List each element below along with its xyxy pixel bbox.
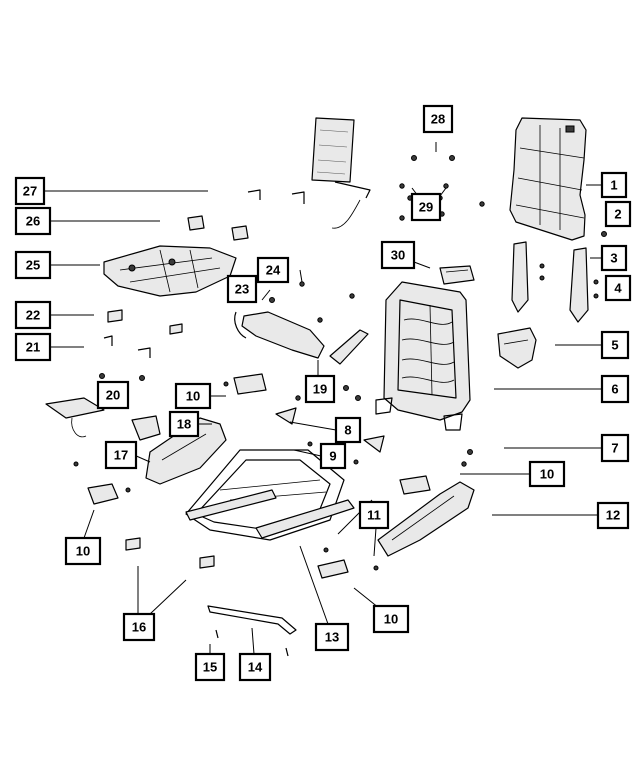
callout-1: 1: [600, 171, 628, 199]
callout-3: 3: [600, 244, 628, 272]
callout-3-label: 3: [610, 251, 617, 266]
side-bracket-right: [399, 475, 431, 495]
callout-21-label: 21: [26, 340, 40, 355]
callout-10b: 10: [528, 460, 566, 488]
callout-13: 13: [314, 622, 350, 652]
seat-track-assembly: [185, 449, 355, 541]
callout-4: 4: [604, 274, 632, 302]
module-plate: [131, 415, 161, 441]
callout-10d: 10: [372, 604, 410, 634]
callout-6: 6: [600, 374, 630, 404]
callout-13-label: 13: [325, 630, 339, 645]
headrest-panel: [311, 117, 371, 229]
side-bracket-left: [87, 483, 119, 505]
callout-25: 25: [14, 250, 52, 280]
seat-cushion-cover: [103, 245, 237, 297]
callout-10a-label: 10: [186, 389, 200, 404]
rod-14: [207, 605, 297, 635]
callout-30: 30: [380, 240, 416, 270]
callout-14: 14: [238, 652, 272, 682]
callout-26: 26: [14, 206, 52, 236]
callout-11: 11: [358, 500, 390, 530]
callout-22-label: 22: [26, 308, 40, 323]
callout-12-label: 12: [606, 508, 620, 523]
callout-20: 20: [96, 380, 130, 410]
callout-29: 29: [410, 192, 442, 222]
leader-lines: [44, 142, 602, 655]
callout-23: 23: [226, 274, 258, 304]
side-bracket-top: [233, 373, 267, 395]
callout-27-label: 27: [23, 184, 37, 199]
callout-9: 9: [319, 442, 347, 470]
callout-1-label: 1: [610, 178, 617, 193]
callout-29-label: 29: [419, 200, 433, 215]
callout-17: 17: [104, 440, 138, 470]
callout-22: 22: [14, 300, 52, 330]
bracket-5: [497, 327, 537, 369]
callout-10a: 10: [174, 382, 212, 410]
callout-19-label: 19: [313, 382, 327, 397]
callout-4-label: 4: [614, 281, 622, 296]
bracket-8: [275, 407, 385, 453]
callout-10c-label: 10: [76, 544, 90, 559]
side-shield-17: [145, 417, 227, 485]
seat-back-frame: [375, 281, 471, 431]
callout-10d-label: 10: [384, 612, 398, 627]
callout-18: 18: [168, 410, 200, 438]
wire-harness: [234, 311, 325, 359]
clips-20-21-22: [99, 309, 183, 381]
callout-26-label: 26: [26, 214, 40, 229]
callout-10b-label: 10: [540, 467, 554, 482]
callout-5: 5: [600, 330, 630, 360]
callout-14-label: 14: [248, 660, 263, 675]
side-bracket-bottom: [317, 559, 349, 579]
recliner-part-30: [439, 265, 475, 285]
callout-5-label: 5: [611, 338, 618, 353]
callout-10c: 10: [64, 536, 102, 566]
seat-back-cover: [509, 117, 587, 241]
callout-2: 2: [604, 200, 632, 228]
callout-15: 15: [194, 652, 226, 682]
clip-parts-26: [187, 189, 305, 241]
callout-8: 8: [334, 416, 362, 444]
callout-11-label: 11: [367, 508, 381, 523]
lever-19: [329, 329, 369, 365]
callout-23-label: 23: [235, 282, 249, 297]
callout-8-label: 8: [344, 423, 351, 438]
callout-17-label: 17: [114, 448, 128, 463]
callout-9-label: 9: [329, 449, 336, 464]
callout-19: 19: [304, 374, 336, 404]
callout-12: 12: [596, 501, 630, 530]
callout-24-label: 24: [266, 263, 281, 278]
callout-18-label: 18: [177, 417, 191, 432]
callout-16: 16: [122, 612, 156, 642]
callout-30-label: 30: [391, 248, 405, 263]
bolt-15: [215, 629, 289, 657]
side-trim-strips: [511, 241, 589, 323]
callout-6-label: 6: [611, 382, 618, 397]
callout-28: 28: [422, 104, 454, 134]
callout-16-label: 16: [132, 620, 146, 635]
small-parts-16: [125, 537, 215, 569]
mat-18: [45, 397, 105, 438]
callout-28-label: 28: [431, 112, 445, 127]
callout-7-label: 7: [611, 441, 618, 456]
callout-2-label: 2: [614, 207, 621, 222]
callout-15-label: 15: [203, 660, 217, 675]
callout-7: 7: [600, 433, 630, 463]
outer-trim-12: [377, 481, 475, 557]
callout-24: 24: [256, 256, 290, 284]
callout-27: 27: [14, 176, 46, 206]
callout-20-label: 20: [106, 388, 120, 403]
callout-25-label: 25: [26, 258, 40, 273]
callout-21: 21: [14, 332, 52, 362]
